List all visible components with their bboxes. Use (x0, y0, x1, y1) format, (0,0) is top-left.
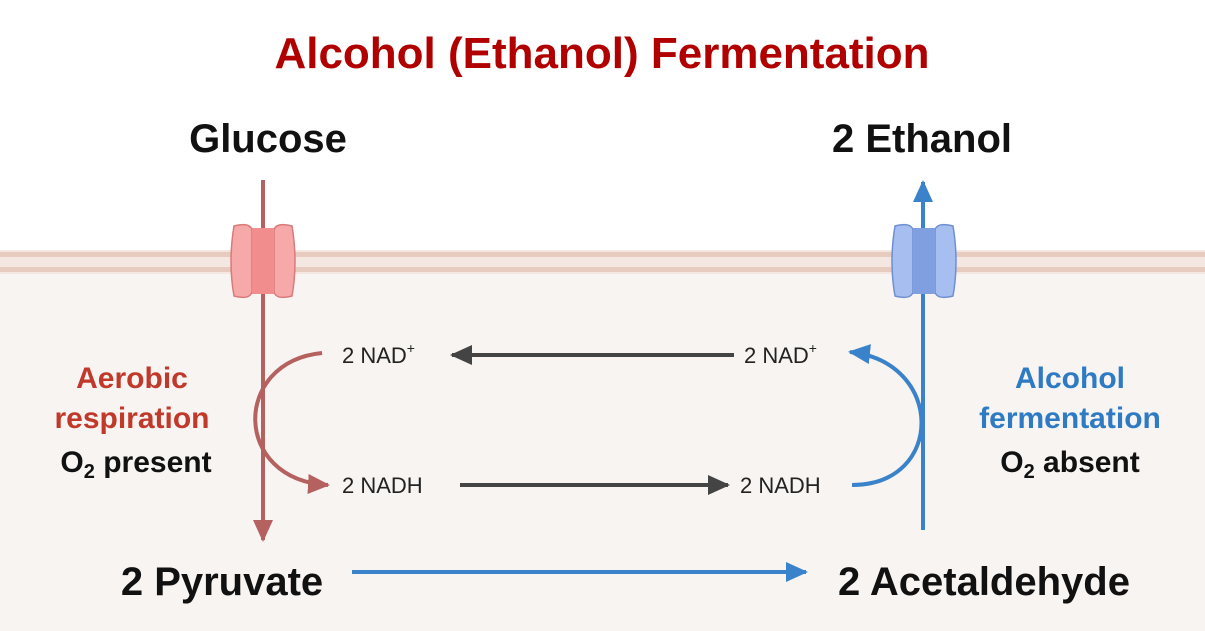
nadh-left-label: 2 NADH (342, 473, 423, 498)
fermentation-label-line2: fermentation (979, 402, 1161, 435)
glucose-label: Glucose (189, 117, 347, 161)
aerobic-nad-reduction-arrow (253, 351, 330, 494)
glucose-transporter-icon (230, 223, 296, 299)
nad-left-charge: + (407, 340, 415, 356)
aerobic-label-line1: Aerobic (76, 362, 188, 395)
diagram-title: Alcohol (Ethanol) Fermentation (274, 29, 929, 78)
cell-membrane (0, 250, 1205, 274)
ethanol-transporter-icon (891, 223, 957, 299)
nadh-right-label: 2 NADH (740, 473, 821, 498)
ethanol-label: 2 Ethanol (832, 117, 1012, 161)
fermentation-nadh-oxidation-arrow (848, 344, 924, 487)
acetaldehyde-label: 2 Acetaldehyde (838, 560, 1130, 604)
nad-left-label: 2 NAD+ (342, 340, 415, 368)
fermentation-o2-condition: O2 absent (1000, 446, 1140, 483)
nad-right-charge: + (809, 340, 817, 356)
pyruvate-label: 2 Pyruvate (121, 560, 323, 604)
aerobic-o2-condition: O2 present (60, 446, 211, 483)
nad-right-label: 2 NAD+ (744, 340, 817, 368)
aerobic-label-line2: respiration (54, 402, 209, 435)
fermentation-label-line1: Alcohol (1015, 362, 1125, 395)
